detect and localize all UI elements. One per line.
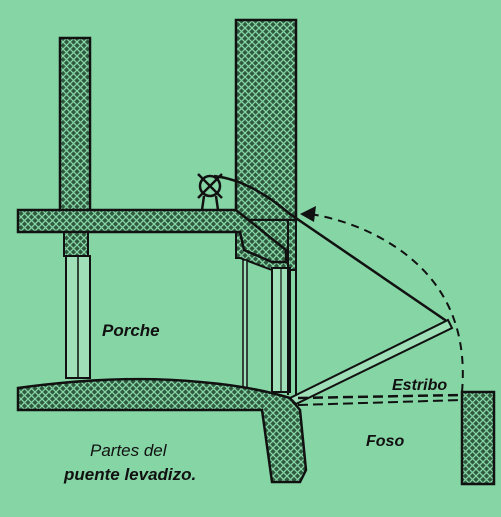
swing-arc bbox=[309, 213, 464, 393]
caption-line-2: puente levadizo. bbox=[63, 465, 196, 484]
lowered-bridge-dashed bbox=[297, 393, 463, 400]
ground-left bbox=[16, 377, 308, 484]
arc-arrowhead bbox=[300, 206, 316, 222]
drawbridge-plank bbox=[288, 318, 454, 406]
chain-rope bbox=[213, 174, 449, 324]
winch-icon bbox=[197, 173, 223, 211]
label-porch: Porche bbox=[102, 321, 160, 340]
caption-line-1: Partes del bbox=[90, 441, 168, 460]
right-column-a bbox=[242, 259, 248, 391]
label-moat: Foso bbox=[366, 433, 404, 450]
right-tower bbox=[234, 18, 298, 222]
left-tower-base bbox=[63, 231, 89, 257]
porch-beam bbox=[16, 208, 288, 264]
left-tower bbox=[58, 36, 92, 214]
label-stirrup: Estribo bbox=[392, 377, 447, 394]
moat-wall bbox=[460, 390, 496, 486]
